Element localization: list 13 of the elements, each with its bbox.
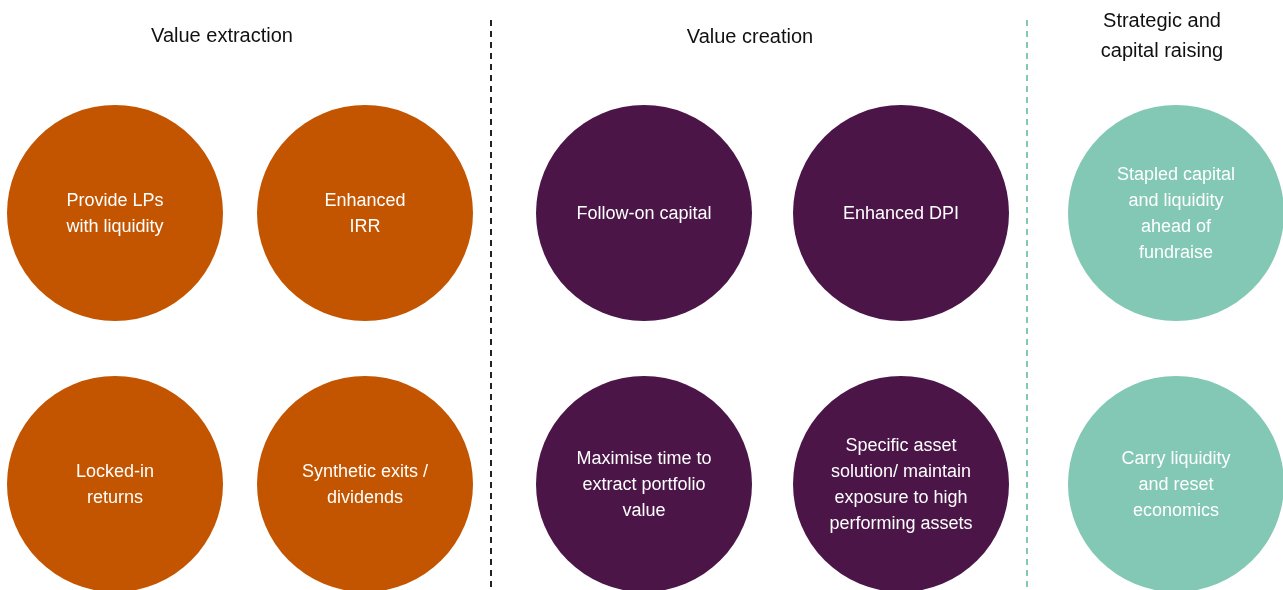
- circle-label: Enhanced IRR: [323, 189, 407, 238]
- column-heading: Value creation: [685, 24, 815, 49]
- circle-label: Follow-on capital: [575, 202, 713, 225]
- circle-label: Stapled capital and liquidity ahead of fundraise: [1115, 163, 1237, 264]
- circle-label: Provide LPs with liquidity: [65, 189, 165, 238]
- circle-label: Specific asset solution/ maintain exposure to high performing assets: [828, 434, 974, 535]
- circle-label: Locked-in returns: [74, 460, 155, 509]
- column-heading: Strategic and capital raising: [1099, 8, 1225, 63]
- column-heading: Value extraction: [150, 23, 294, 48]
- circle-label: Enhanced DPI: [841, 202, 961, 225]
- circle-label: Carry liquidity and reset economics: [1120, 447, 1232, 522]
- circle-label: Maximise time to extract portfolio value: [575, 447, 713, 522]
- circle-label: Synthetic exits / dividends: [300, 460, 430, 509]
